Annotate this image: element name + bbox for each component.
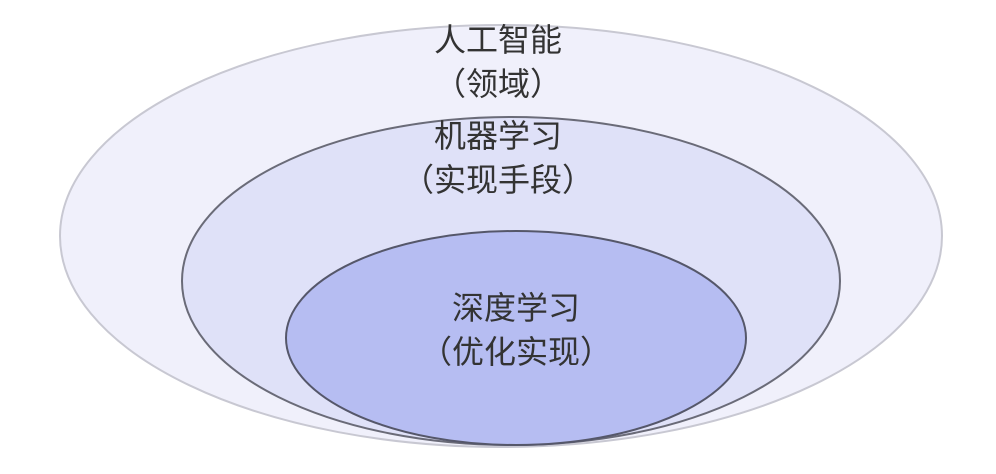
machine-learning-title: 机器学习 bbox=[433, 117, 562, 155]
ai-domain-subtitle: （领域） bbox=[433, 65, 562, 103]
deep-learning-title: 深度学习 bbox=[451, 289, 580, 327]
deep-learning-ellipse bbox=[285, 230, 747, 446]
deep-learning-subtitle: （优化实现） bbox=[419, 333, 612, 371]
ai-domain-title: 人工智能 bbox=[433, 21, 562, 59]
machine-learning-subtitle: （实现手段） bbox=[401, 161, 594, 199]
